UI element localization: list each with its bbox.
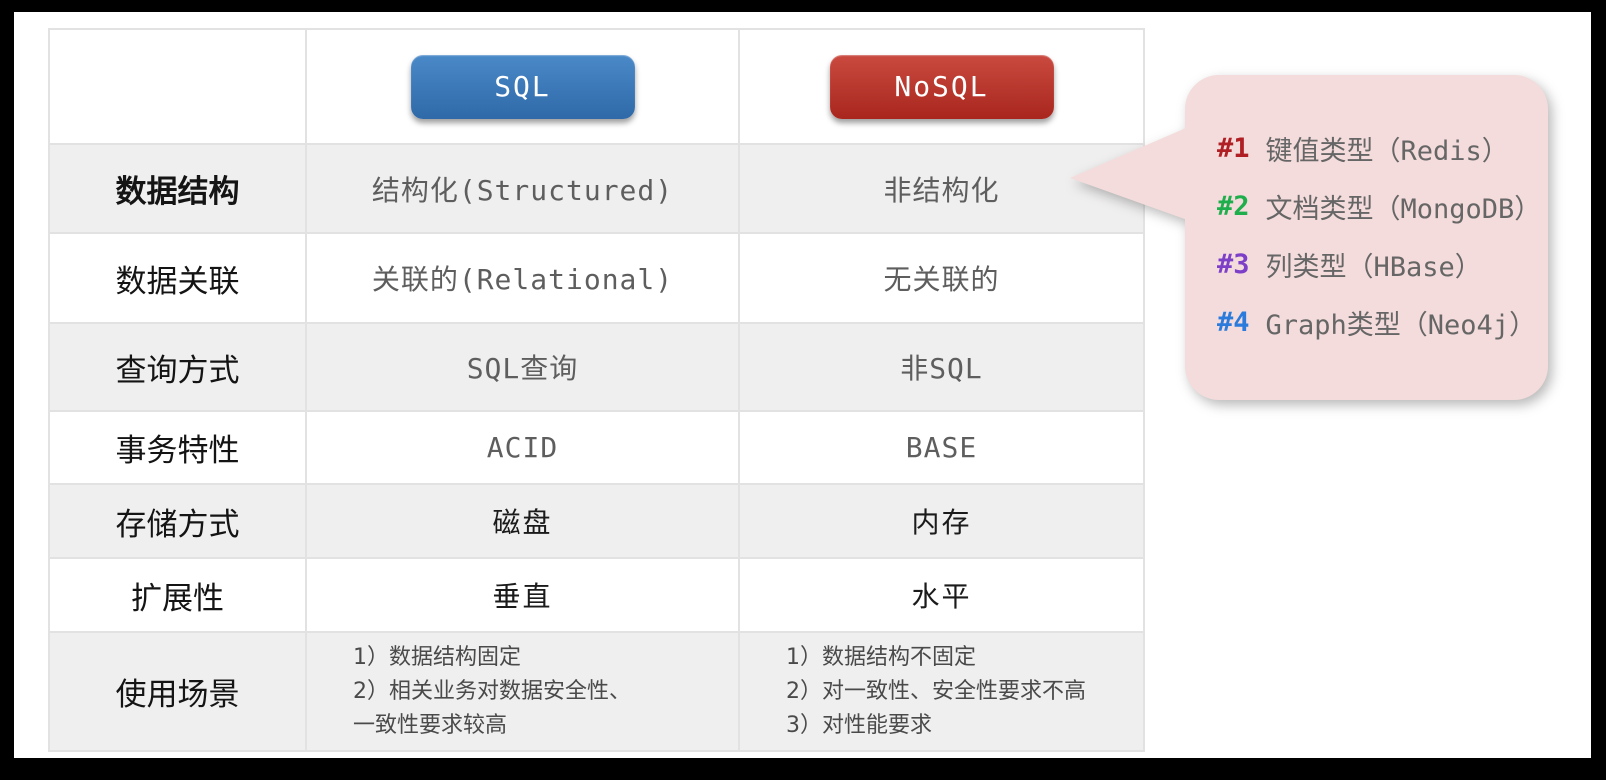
nosql-value: 非SQL — [738, 322, 1145, 412]
row-label: 存储方式 — [48, 483, 307, 559]
row-label: 数据结构 — [48, 143, 307, 234]
scenario-line: 2）相关业务对数据安全性、 — [353, 678, 631, 704]
callout-item-number: #2 — [1217, 190, 1250, 222]
header-nosql-cell: NoSQL — [738, 28, 1145, 145]
nosql-value: BASE — [738, 410, 1145, 485]
row-label: 事务特性 — [48, 410, 307, 485]
sql-value: 结构化(Structured) — [305, 143, 740, 234]
table-row: 查询方式 SQL查询 非SQL — [48, 322, 1145, 412]
sql-value: SQL查询 — [305, 322, 740, 412]
nosql-value: 水平 — [738, 557, 1145, 633]
scenario-line: 2）对一致性、安全性要求不高 — [786, 678, 1086, 704]
callout-list: #1 键值类型（Redis） #2 文档类型（MongoDB） #3 列类型（H… — [1217, 132, 1541, 341]
nosql-value: 内存 — [738, 483, 1145, 559]
callout-item-number: #3 — [1217, 248, 1250, 280]
callout-tail — [1070, 125, 1193, 222]
sql-value: 磁盘 — [305, 483, 740, 559]
nosql-badge: NoSQL — [829, 54, 1054, 119]
scenario-line: 1）数据结构固定 — [353, 644, 521, 670]
comparison-table: SQL NoSQL 数据结构 结构化(Structured) 非结构化 数据关联… — [48, 28, 1145, 752]
sql-value: 关联的(Relational) — [305, 232, 740, 324]
table-row: 扩展性 垂直 水平 — [48, 557, 1145, 633]
callout-item-text: Graph类型（Neo4j） — [1265, 309, 1537, 341]
slide-canvas: SQL NoSQL 数据结构 结构化(Structured) 非结构化 数据关联… — [14, 12, 1591, 758]
sql-value: ACID — [305, 410, 740, 485]
callout-item-text: 文档类型（MongoDB） — [1265, 193, 1542, 225]
callout-item: #3 列类型（HBase） — [1217, 248, 1541, 283]
callout-item-number: #4 — [1217, 306, 1250, 338]
scenario-line: 3）对性能要求 — [786, 712, 932, 738]
sql-value: 垂直 — [305, 557, 740, 633]
scenario-line: 一致性要求较高 — [353, 712, 508, 738]
row-label: 使用场景 — [48, 631, 307, 752]
sql-badge: SQL — [410, 54, 635, 119]
scenario-line: 1）数据结构不固定 — [786, 644, 976, 670]
row-label: 数据关联 — [48, 232, 307, 324]
callout-item-text: 列类型（HBase） — [1265, 251, 1482, 283]
nosql-types-callout: #1 键值类型（Redis） #2 文档类型（MongoDB） #3 列类型（H… — [1065, 70, 1575, 415]
nosql-scenario-list: 1）数据结构不固定 2）对一致性、安全性要求不高 3）对性能要求 — [738, 631, 1145, 752]
callout-bubble — [1185, 75, 1548, 400]
row-label: 扩展性 — [48, 557, 307, 633]
callout-item: #4 Graph类型（Neo4j） — [1217, 306, 1541, 341]
callout-item-text: 键值类型（Redis） — [1265, 135, 1509, 167]
callout-item: #1 键值类型（Redis） — [1217, 132, 1541, 167]
header-sql-cell: SQL — [305, 28, 740, 145]
nosql-value: 非结构化 — [738, 143, 1145, 234]
sql-scenario-list: 1）数据结构固定 2）相关业务对数据安全性、 一致性要求较高 — [305, 631, 740, 752]
table-row: 事务特性 ACID BASE — [48, 410, 1145, 485]
row-label: 查询方式 — [48, 322, 307, 412]
callout-item-number: #1 — [1217, 132, 1250, 164]
table-row: 数据关联 关联的(Relational) 无关联的 — [48, 232, 1145, 324]
callout-item: #2 文档类型（MongoDB） — [1217, 190, 1541, 225]
table-row: 使用场景 1）数据结构固定 2）相关业务对数据安全性、 一致性要求较高 1）数据… — [48, 631, 1145, 752]
table-row: 数据结构 结构化(Structured) 非结构化 — [48, 143, 1145, 234]
nosql-value: 无关联的 — [738, 232, 1145, 324]
table-header-row: SQL NoSQL — [48, 28, 1145, 145]
table-row: 存储方式 磁盘 内存 — [48, 483, 1145, 559]
header-empty-cell — [48, 28, 307, 145]
